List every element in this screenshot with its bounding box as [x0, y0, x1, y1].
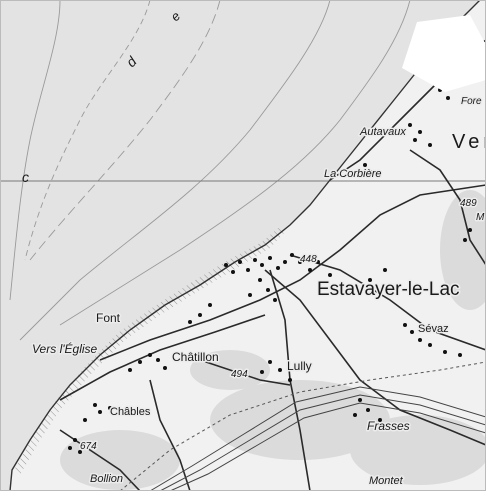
- place-label-m: M: [476, 212, 485, 223]
- elevation-label-494: 494: [231, 369, 248, 380]
- place-label-vers: Ver: [452, 131, 486, 153]
- place-label-vers-eglise: Vers l'Église: [32, 341, 98, 356]
- land-area: [10, 0, 486, 491]
- place-label-bollion: Bollion: [90, 473, 123, 485]
- place-label-frasses: Frasses: [367, 419, 410, 433]
- place-label-forel: Fore: [461, 96, 482, 107]
- map-overlay-shape: [402, 15, 486, 92]
- elevation-label-489: 489: [460, 198, 477, 209]
- highway: [149, 386, 486, 491]
- place-label-chables: Châbles: [110, 406, 151, 418]
- elevation-label-674: 674: [80, 441, 97, 452]
- place-label-estavayer: Estavayer-le-Lac: [317, 279, 460, 300]
- place-label-font: Font: [96, 311, 121, 325]
- railway: [119, 361, 486, 491]
- place-label-autavaux: Autavaux: [359, 126, 406, 138]
- elevation-label-448: 448: [300, 254, 317, 265]
- place-label-lully: Lully: [287, 359, 312, 373]
- contour-label-c: c: [22, 169, 29, 185]
- hillshade: [60, 190, 486, 490]
- place-label-chatillon: Châtillon: [172, 350, 219, 364]
- depth-contours: [9, 0, 411, 341]
- shore-hatching: [14, 228, 285, 475]
- place-label-corbiere: La Corbière: [324, 168, 381, 180]
- place-label-sevaz: Sévaz: [418, 323, 449, 335]
- place-label-montet: Montet: [369, 475, 404, 487]
